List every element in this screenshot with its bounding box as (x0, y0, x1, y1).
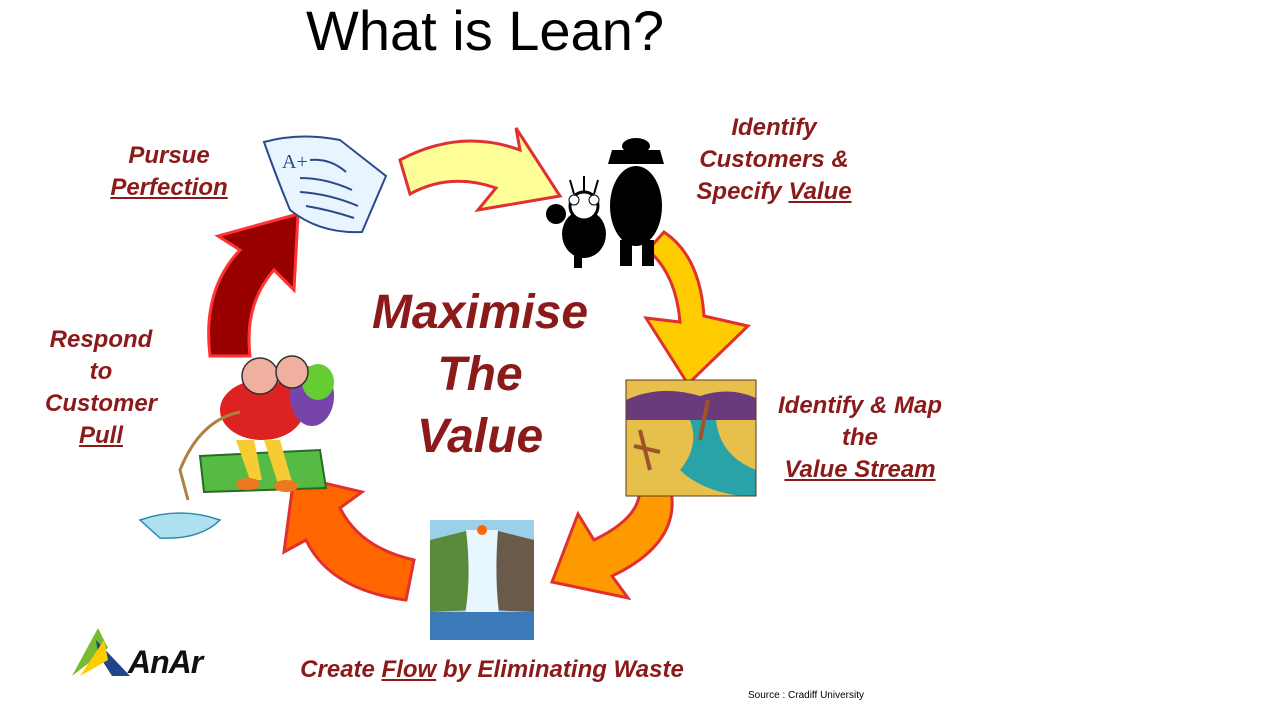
arrow-value-to-stream (643, 230, 752, 387)
pull-underlined: Pull (78, 422, 123, 449)
arrow-flow-to-pull (282, 474, 416, 602)
source-credit: Source : Cradiff University (748, 690, 864, 701)
center-line1: Maximise (371, 286, 589, 339)
step-identify-line2: Customers & (699, 146, 849, 173)
step-perfection-line1: Pursue (128, 142, 210, 169)
customers-icon (546, 138, 664, 268)
value-stream-landscape-icon (625, 379, 757, 497)
arrow-pull-to-perfection (207, 212, 300, 358)
waterfall-icon (430, 520, 534, 640)
step-create-flow: Create Flow by Eliminating Waste (300, 656, 684, 683)
flow-underlined: Flow (381, 656, 437, 683)
step-customer-pull: Respond to Customer Pull (30, 324, 172, 452)
step-pull-line3: Customer (44, 390, 158, 417)
perfection-underlined: Perfection (110, 174, 228, 201)
step-pull-line1: Respond (49, 326, 153, 353)
anar-logo-text: AnAr (128, 644, 203, 680)
report-card-icon: A+ (262, 135, 388, 234)
center-message: Maximise The Value (340, 282, 620, 468)
step-pull-line2: to (89, 358, 113, 385)
step-identify-customers: Identify Customers & Specify Value (662, 112, 886, 208)
arrow-stream-to-flow (549, 476, 674, 601)
step-map-line1: Identify & Map (777, 392, 942, 419)
anar-logo-mark (72, 628, 130, 676)
center-line2: The (437, 348, 523, 401)
page-title: What is Lean? (306, 0, 664, 62)
arrow-perfection-to-value (398, 127, 563, 213)
value-underlined: Value (788, 178, 852, 205)
center-line3: Value (416, 410, 544, 463)
step-pursue-perfection: Pursue Perfection (94, 140, 244, 204)
step-identify-line1: Identify (731, 114, 817, 141)
step-map-line2: the (842, 424, 878, 451)
step-map-value-stream: Identify & Map the Value Stream (762, 390, 958, 486)
fishing-couple-icon (138, 355, 334, 539)
value-stream-underlined: Value Stream (784, 456, 936, 483)
step-identify-line3: Specify Value (696, 178, 852, 205)
svg-text:A+: A+ (282, 151, 308, 173)
